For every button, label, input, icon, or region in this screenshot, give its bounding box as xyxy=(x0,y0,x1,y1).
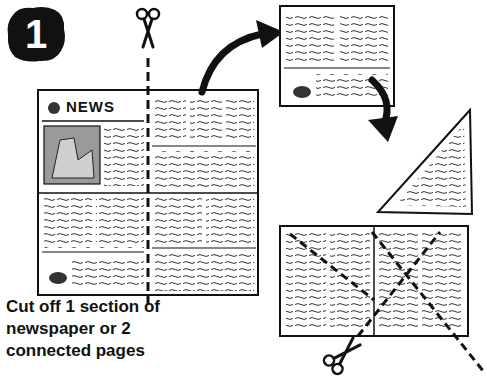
full-newspaper xyxy=(104,126,144,186)
cut-line xyxy=(137,9,159,306)
cut-line xyxy=(147,58,150,306)
unfolded-sheet xyxy=(422,232,462,330)
cut-section xyxy=(293,86,311,98)
curved-arrow xyxy=(368,80,398,142)
full-newspaper xyxy=(152,145,256,146)
curved-arrow xyxy=(202,20,284,92)
full-newspaper xyxy=(96,198,144,248)
folded-triangle xyxy=(396,124,466,207)
full-newspaper xyxy=(44,198,92,248)
full-newspaper xyxy=(49,272,67,284)
instruction-caption: Cut off 1 section of newspaper or 2 conn… xyxy=(6,296,178,362)
full-newspaper xyxy=(226,96,254,141)
curved-arrow xyxy=(202,34,262,92)
unfolded-sheet xyxy=(373,226,375,336)
cut-line xyxy=(137,9,159,47)
cut-section xyxy=(340,12,388,62)
ink-blob xyxy=(8,7,65,62)
full-newspaper xyxy=(154,96,186,141)
cut-section xyxy=(280,6,394,106)
step-number: 1 xyxy=(25,14,47,54)
full-newspaper xyxy=(52,138,94,178)
unfolded-sheet xyxy=(372,232,484,372)
full-newspaper xyxy=(48,102,60,114)
unfolded-sheet xyxy=(280,226,484,376)
cut-section xyxy=(284,67,390,68)
folded-triangle xyxy=(378,110,472,214)
cut-section xyxy=(286,12,334,62)
unfolded-sheet xyxy=(322,334,364,376)
step-badge: 1 xyxy=(5,5,67,63)
full-newspaper xyxy=(42,120,144,122)
curved-arrow xyxy=(372,80,387,124)
full-newspaper xyxy=(154,151,254,189)
unfolded-sheet xyxy=(290,234,374,300)
full-newspaper xyxy=(154,198,202,243)
folded-triangle xyxy=(378,110,472,214)
full-newspaper xyxy=(206,198,254,243)
full-newspaper xyxy=(42,251,144,252)
full-newspaper xyxy=(152,247,256,248)
unfolded-sheet xyxy=(358,232,440,336)
unfolded-sheet xyxy=(330,232,370,330)
cut-section xyxy=(280,6,394,106)
curved-arrow xyxy=(368,116,398,142)
unfolded-sheet xyxy=(322,334,364,376)
full-newspaper xyxy=(72,258,144,288)
full-newspaper xyxy=(154,253,254,291)
full-newspaper xyxy=(190,96,222,141)
unfolded-sheet xyxy=(280,226,468,336)
full-newspaper xyxy=(44,126,100,184)
masthead-label: NEWS xyxy=(64,99,117,116)
